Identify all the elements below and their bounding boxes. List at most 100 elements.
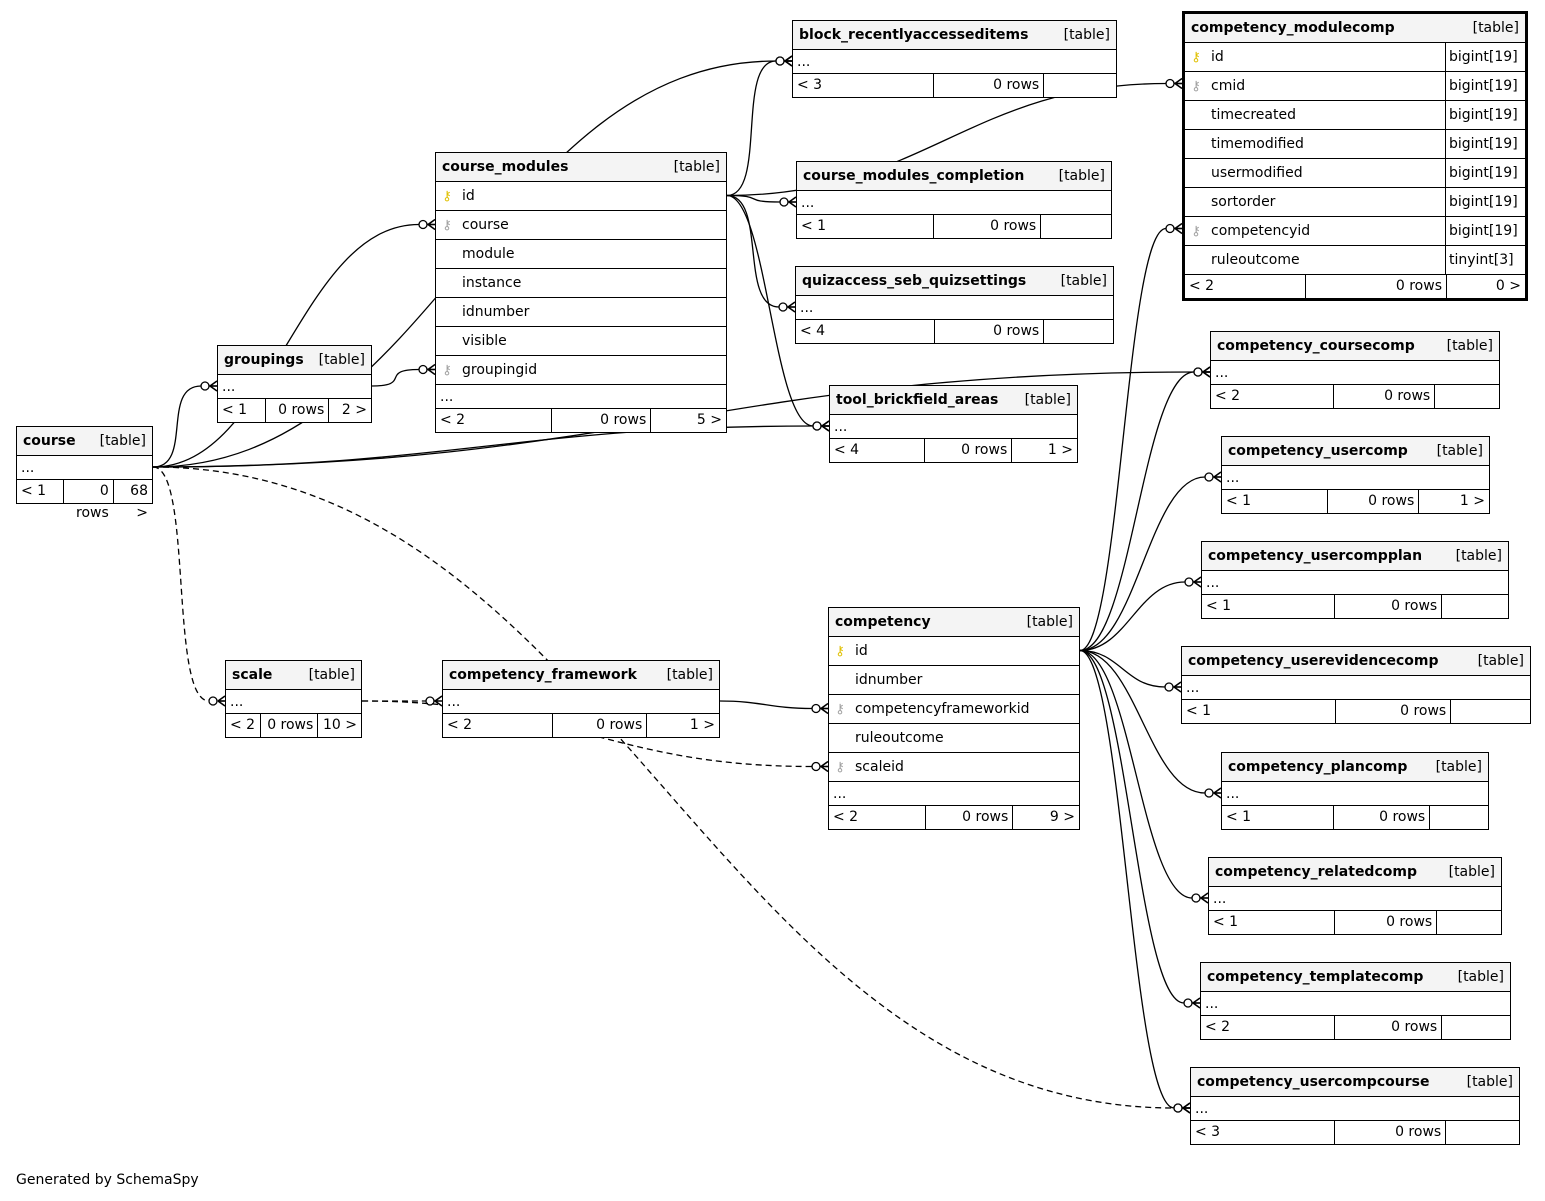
children-count[interactable]: 1 > — [689, 717, 715, 733]
table-name: competency — [835, 614, 931, 630]
zero-cardinality-marker — [775, 56, 785, 66]
children-count[interactable] — [1451, 700, 1530, 723]
table-header: competency_usercompcourse[table] — [1191, 1068, 1519, 1097]
parents-count[interactable]: < 1 — [17, 480, 64, 503]
parents-count[interactable]: < 1 — [1209, 911, 1335, 934]
column-id: ⚷id — [829, 637, 1079, 666]
children-count[interactable] — [1044, 320, 1113, 343]
children-count[interactable] — [1044, 74, 1116, 97]
table-competency-userevidencecomp[interactable]: competency_userevidencecomp[table]...< 1… — [1181, 646, 1531, 724]
children-count[interactable] — [1430, 806, 1488, 829]
column-type: bigint[19] — [1445, 43, 1525, 71]
parents-count[interactable]: < 4 — [796, 320, 935, 343]
zero-cardinality-marker — [812, 421, 822, 431]
foreign-key-icon: ⚷ — [1191, 223, 1201, 239]
parents-count[interactable]: < 2 — [829, 806, 926, 829]
crowfoot-marker — [1174, 222, 1183, 235]
relationship-line — [726, 60, 792, 197]
children-count[interactable]: 0 > — [1495, 278, 1521, 294]
zero-cardinality-marker — [811, 703, 821, 714]
zero-cardinality-marker — [1204, 472, 1214, 482]
parents-count[interactable]: < 2 — [436, 409, 552, 432]
relationship-line — [152, 466, 225, 702]
children-count[interactable] — [1442, 1016, 1510, 1039]
column-type: bigint[19] — [1445, 101, 1525, 129]
crowfoot-marker — [1182, 1102, 1191, 1114]
table-name: tool_brickfield_areas — [836, 392, 999, 408]
parents-count[interactable]: < 2 — [1185, 275, 1306, 298]
table-block-recentlyaccesseditems[interactable]: block_recentlyaccesseditems[table]...< 3… — [792, 20, 1117, 98]
table-kind: [table] — [1063, 27, 1110, 43]
children-count[interactable] — [1446, 1121, 1519, 1144]
column-type: bigint[19] — [1445, 159, 1525, 187]
row-count: 0 rows — [1334, 806, 1431, 829]
children-count[interactable] — [1435, 385, 1499, 408]
table-header: competency[table] — [829, 608, 1079, 637]
children-count[interactable]: 5 > — [696, 412, 722, 428]
children-count[interactable] — [1442, 595, 1508, 618]
crowfoot-marker — [217, 695, 226, 707]
parents-count[interactable]: < 1 — [797, 215, 934, 238]
parents-count[interactable]: < 4 — [830, 439, 925, 462]
parents-count[interactable]: < 1 — [1182, 700, 1336, 723]
parents-count[interactable]: < 3 — [1191, 1121, 1335, 1144]
crowfoot-marker — [1173, 681, 1182, 693]
parents-count[interactable]: < 2 — [1201, 1016, 1335, 1039]
crowfoot-marker — [434, 695, 443, 707]
children-count[interactable]: 1 > — [1047, 442, 1073, 458]
children-count[interactable] — [1437, 911, 1501, 934]
parents-count[interactable]: < 2 — [1211, 385, 1334, 408]
parents-count[interactable]: < 2 — [226, 714, 261, 737]
children-count[interactable]: 9 > — [1049, 809, 1076, 825]
parents-count[interactable]: < 1 — [1202, 595, 1335, 618]
children-count[interactable]: 1 > — [1459, 493, 1485, 509]
parents-count[interactable]: < 3 — [793, 74, 934, 97]
parents-count[interactable]: < 1 — [218, 399, 266, 422]
zero-cardinality-marker — [418, 219, 428, 230]
row-count: 0 rows — [266, 399, 330, 422]
relationship-line — [1079, 649, 1181, 688]
primary-key-icon: ⚷ — [1191, 49, 1201, 65]
table-name: block_recentlyaccesseditems — [799, 27, 1029, 43]
children-count[interactable]: 68 > — [130, 483, 148, 521]
parents-count[interactable]: < 2 — [443, 714, 553, 737]
foreign-key-icon: ⚷ — [442, 217, 452, 233]
parents-count[interactable]: < 1 — [1222, 806, 1334, 829]
row-count: 0 rows — [926, 806, 1014, 829]
relationship-line — [1079, 649, 1200, 1004]
crowfoot-marker — [820, 760, 829, 773]
foreign-key-icon: ⚷ — [835, 759, 845, 775]
more-columns-ellipsis: ... — [797, 191, 1111, 215]
parents-count[interactable]: < 1 — [1222, 490, 1328, 513]
column-name: idnumber — [855, 672, 923, 688]
column-name: groupingid — [462, 362, 538, 378]
table-quizaccess-seb-quizsettings[interactable]: quizaccess_seb_quizsettings[table]...< 4… — [795, 266, 1114, 344]
table-name: course_modules — [442, 159, 569, 175]
children-count[interactable]: 10 > — [323, 717, 357, 733]
column-name: competencyid — [1211, 223, 1311, 239]
children-count[interactable] — [1041, 215, 1111, 238]
column-type: bigint[19] — [1445, 72, 1525, 100]
children-count[interactable]: 2 > — [341, 402, 367, 418]
